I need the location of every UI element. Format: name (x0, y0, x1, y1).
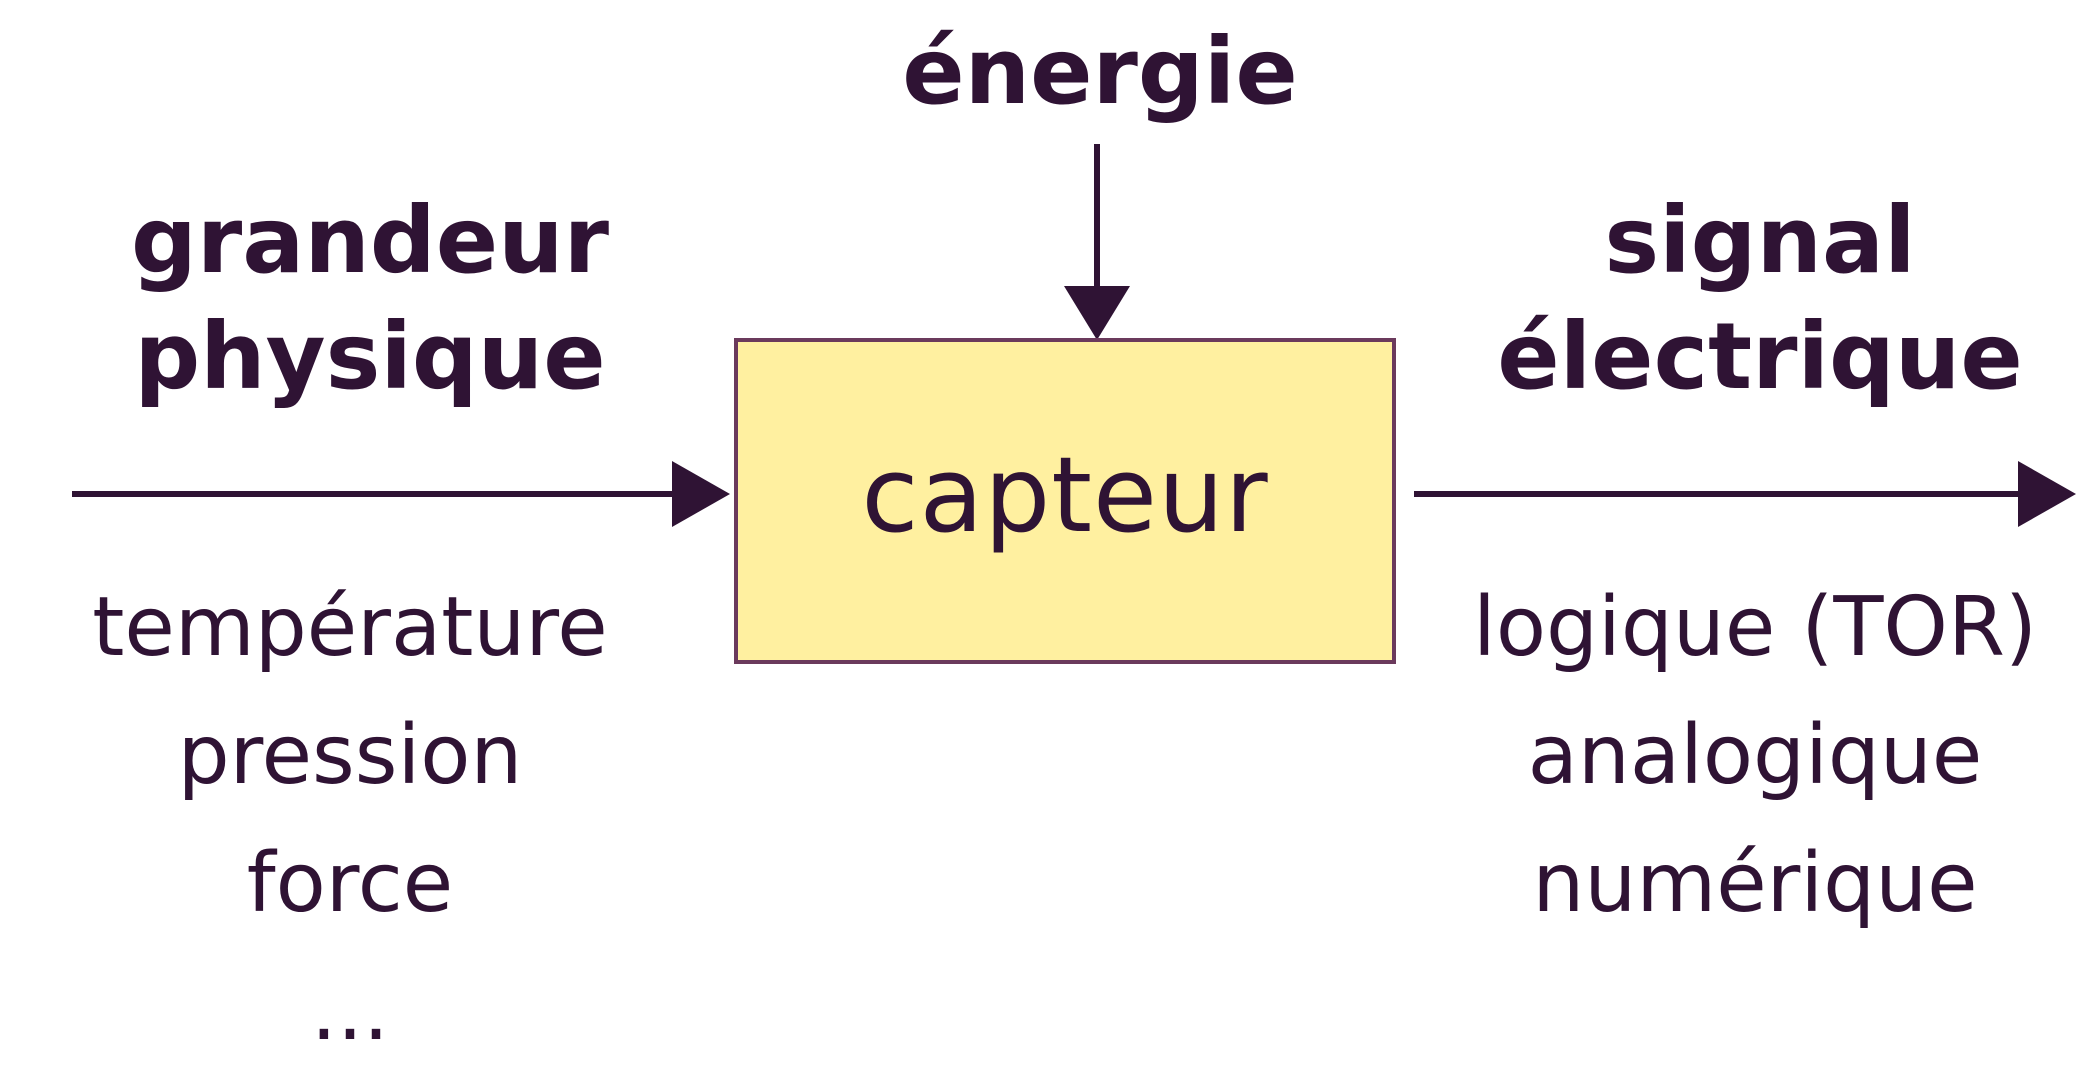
output-heading-line-1: signal (1604, 187, 1916, 294)
output-arrow-head (2018, 461, 2076, 527)
input-heading-line-2: physique (134, 303, 606, 410)
input-heading: grandeur physique (40, 183, 700, 415)
input-example-item: température (92, 580, 608, 675)
input-example-item: ... (310, 964, 390, 1059)
input-arrow-head (672, 461, 730, 527)
sensor-block-label: capteur (861, 434, 1269, 556)
energy-arrow-head (1064, 286, 1130, 340)
output-heading-line-2: électrique (1497, 303, 2023, 410)
output-heading: signal électrique (1430, 183, 2085, 415)
output-arrow (1414, 461, 2076, 527)
input-arrow (72, 461, 730, 527)
output-type-item: numérique (1532, 836, 1978, 931)
input-example-item: force (246, 836, 454, 931)
output-type-item: logique (TOR) (1473, 580, 2037, 675)
sensor-block: capteur (734, 338, 1396, 664)
input-heading-line-1: grandeur (131, 187, 609, 294)
output-type-item: analogique (1527, 708, 1983, 803)
energy-arrow (1064, 144, 1130, 340)
energy-label: énergie (800, 14, 1400, 130)
input-examples-list: température pression force ... (20, 564, 680, 1076)
input-example-item: pression (177, 708, 523, 803)
output-types-list: logique (TOR) analogique numérique (1415, 564, 2085, 948)
energy-label-text: énergie (902, 18, 1298, 125)
